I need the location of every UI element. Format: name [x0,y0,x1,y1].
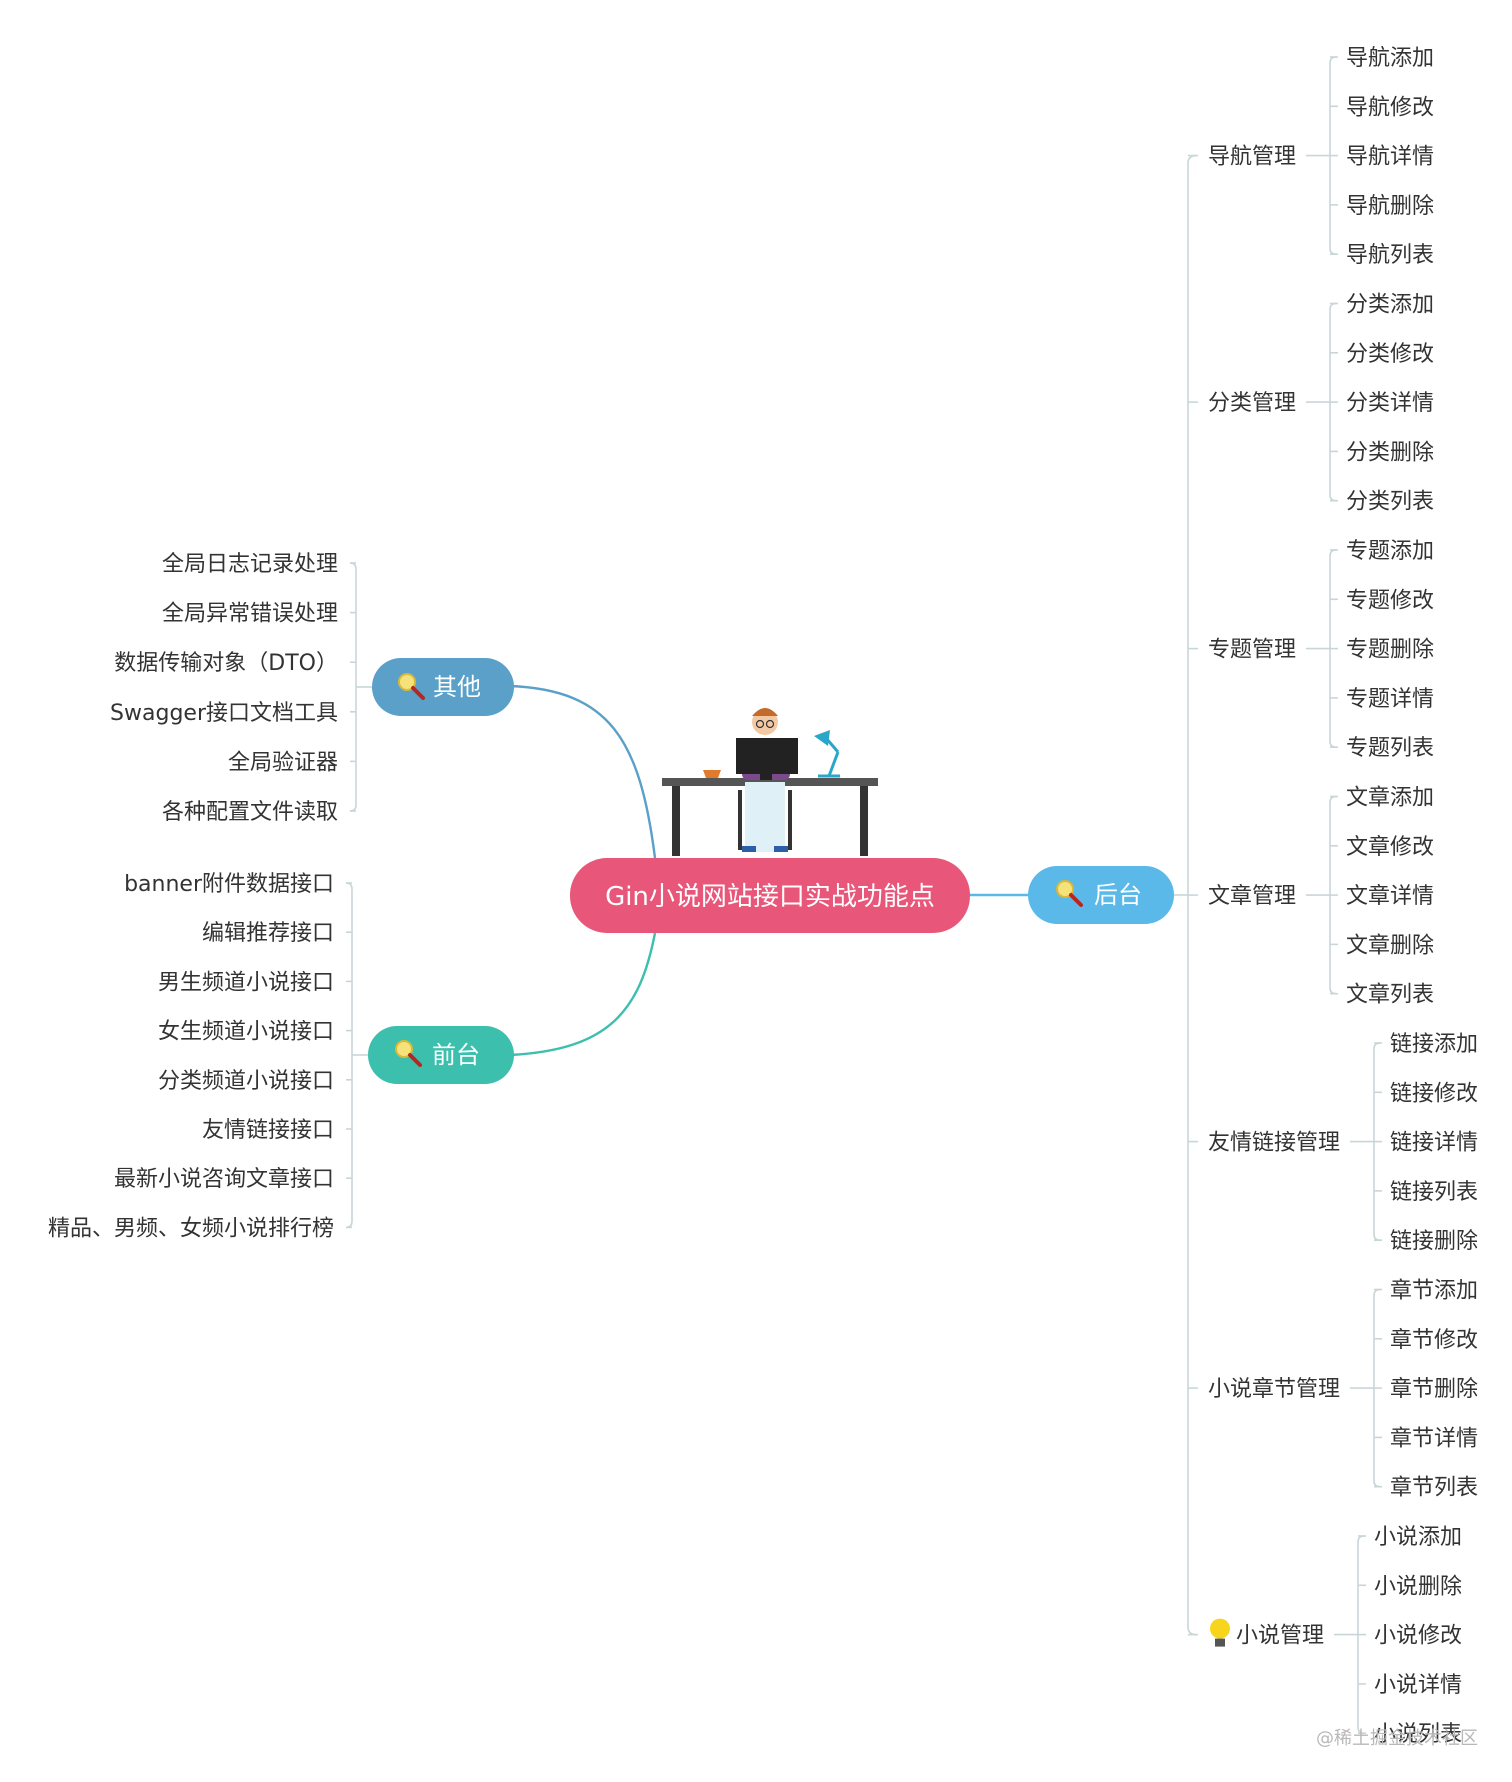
front-item[interactable]: 精品、男频、女频小说排行榜 [48,1216,334,1241]
group-item[interactable]: 章节详情 [1390,1426,1478,1451]
magnifier-icon [398,673,425,700]
group-item[interactable]: 章节删除 [1390,1377,1478,1402]
front-item[interactable]: 友情链接接口 [202,1118,334,1143]
group-label[interactable]: 友情链接管理 [1208,1131,1340,1156]
group-item[interactable]: 章节添加 [1390,1279,1478,1304]
branch-other[interactable]: 其他 [372,658,514,716]
group-item[interactable]: 小说详情 [1374,1673,1462,1698]
other-item[interactable]: 全局验证器 [228,750,338,775]
other-item[interactable]: Swagger接口文档工具 [110,701,338,726]
group-item[interactable]: 分类删除 [1346,440,1434,465]
front-item[interactable]: 最新小说咨询文章接口 [114,1167,334,1192]
group-item[interactable]: 导航详情 [1346,145,1434,170]
connector-center-other [509,684,657,859]
other-bracket [349,562,357,812]
group-item[interactable]: 章节修改 [1390,1328,1478,1353]
group-label[interactable]: 文章管理 [1208,884,1296,909]
group-item[interactable]: 专题删除 [1346,638,1434,663]
group-item[interactable]: 导航列表 [1346,243,1434,268]
branch-front[interactable]: 前台 [368,1026,514,1084]
front-item[interactable]: 分类频道小说接口 [158,1069,334,1094]
group-item[interactable]: 分类详情 [1346,391,1434,416]
group-label[interactable]: 小说章节管理 [1208,1377,1340,1402]
group-item[interactable]: 文章添加 [1346,786,1434,811]
group-item[interactable]: 链接修改 [1390,1081,1478,1106]
group-label[interactable]: 小说管理 [1236,1624,1324,1649]
developer-at-desk-illustration [662,708,878,856]
center-node[interactable]: Gin小说网站接口实战功能点 [570,858,970,933]
front-item[interactable]: 男生频道小说接口 [158,970,334,995]
watermark: @稀土掘金技术社区 [1316,1728,1478,1749]
group-item[interactable]: 分类列表 [1346,490,1434,515]
group-item[interactable]: 小说添加 [1374,1525,1462,1550]
group-label[interactable]: 专题管理 [1208,638,1296,663]
group-item[interactable]: 导航删除 [1346,194,1434,219]
other-item[interactable]: 各种配置文件读取 [162,800,338,825]
group-item[interactable]: 导航添加 [1346,46,1434,71]
group-item[interactable]: 链接删除 [1390,1229,1478,1254]
group-item[interactable]: 链接列表 [1390,1180,1478,1205]
group-item[interactable]: 文章列表 [1346,983,1434,1008]
branch-back[interactable]: 后台 [1028,866,1174,924]
group-item[interactable]: 文章修改 [1346,835,1434,860]
magnifier-icon [395,1040,422,1067]
group-label[interactable]: 导航管理 [1208,145,1296,170]
group-item[interactable]: 导航修改 [1346,95,1434,120]
group-item[interactable]: 分类修改 [1346,342,1434,367]
front-item[interactable]: 编辑推荐接口 [202,921,334,946]
group-item[interactable]: 小说删除 [1374,1574,1462,1599]
group-item[interactable]: 链接添加 [1390,1032,1478,1057]
other-item[interactable]: 全局异常错误处理 [162,602,338,627]
other-item[interactable]: 全局日志记录处理 [162,552,338,577]
lightbulb-icon [1210,1618,1230,1647]
group-item[interactable]: 小说修改 [1374,1624,1462,1649]
group-item[interactable]: 文章详情 [1346,884,1434,909]
group-item[interactable]: 专题修改 [1346,588,1434,613]
branch-other-label: 其他 [433,673,481,701]
branch-front-items: banner附件数据接口编辑推荐接口男生频道小说接口女生频道小说接口分类频道小说… [48,872,353,1241]
front-item[interactable]: 女生频道小说接口 [158,1020,334,1045]
group-item[interactable]: 小说列表 [1374,1722,1462,1747]
group-item[interactable]: 专题详情 [1346,687,1434,712]
group-item[interactable]: 链接详情 [1390,1131,1478,1156]
center-node-label: Gin小说网站接口实战功能点 [605,882,935,912]
group-item[interactable]: 文章删除 [1346,933,1434,958]
front-bracket [345,882,353,1229]
back-spine [1187,154,1197,1636]
branch-back-label: 后台 [1094,881,1142,909]
connector-center-front [509,932,657,1057]
magnifier-icon [1056,880,1083,907]
group-item[interactable]: 章节列表 [1390,1476,1478,1501]
group-label[interactable]: 分类管理 [1208,391,1296,416]
group-item[interactable]: 专题列表 [1346,736,1434,761]
other-item[interactable]: 数据传输对象（DTO） [114,651,338,676]
group-item[interactable]: 分类添加 [1346,293,1434,318]
group-item[interactable]: 专题添加 [1346,539,1434,564]
front-item[interactable]: banner附件数据接口 [124,872,334,897]
branch-front-label: 前台 [432,1041,480,1069]
